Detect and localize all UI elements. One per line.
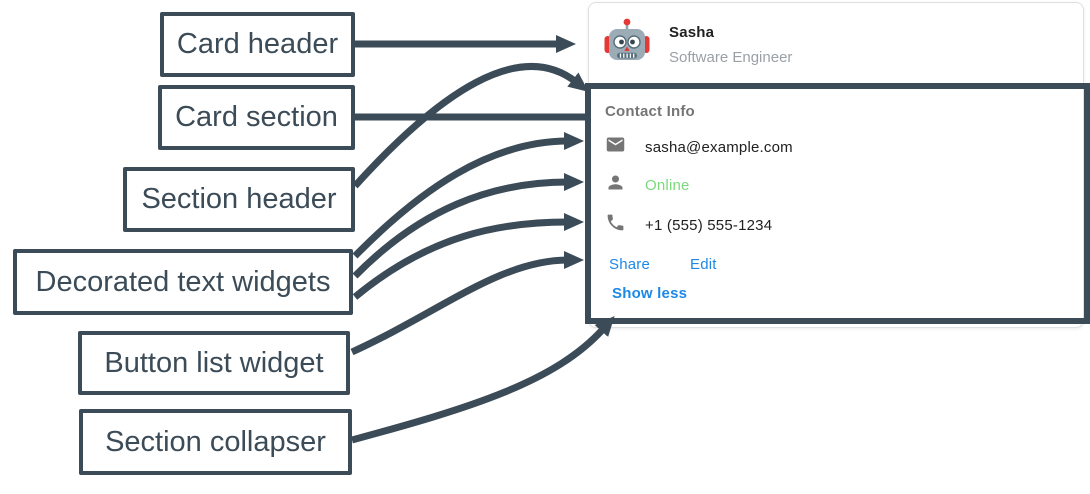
card-header: Sasha Software Engineer [589,3,1083,87]
label-card-section: Card section [158,85,355,150]
phone-row: +1 (555) 555-1234 [605,213,772,237]
section-header-title: Contact Info [605,103,695,120]
phone-icon [605,212,626,238]
label-decorated-text-widgets: Decorated text widgets [13,249,353,315]
profile-role: Software Engineer [669,49,793,66]
label-section-header-text: Section header [141,183,337,215]
label-section-header: Section header [123,167,355,232]
label-button-list-widget-text: Button list widget [104,346,324,379]
arrow-section-header [352,63,589,189]
profile-name: Sasha [669,24,715,41]
phone-text: +1 (555) 555-1234 [645,216,773,234]
arrow-status-row [352,173,584,279]
label-section-collapser-text: Section collapser [105,425,326,458]
button-list: Share Edit [609,256,717,273]
email-icon [605,134,626,160]
arrow-button-list [350,251,584,356]
arrow-section-collapser [351,316,615,444]
show-less-button[interactable]: Show less [612,285,688,302]
label-decorated-text-widgets-text: Decorated text widgets [35,265,331,298]
robot-avatar-icon [601,16,653,68]
email-text: sasha@example.com [645,138,793,156]
status-row: Online [605,173,690,197]
status-text: Online [645,176,690,194]
share-button[interactable]: Share [609,256,651,273]
edit-button[interactable]: Edit [690,256,717,273]
label-card-section-text: Card section [175,101,338,133]
person-icon [605,172,626,198]
label-section-collapser: Section collapser [79,409,352,475]
email-row: sasha@example.com [605,135,793,159]
label-button-list-widget: Button list widget [78,331,350,395]
arrow-email-row [352,132,584,259]
label-card-header-text: Card header [176,28,339,60]
label-card-header: Card header [160,12,355,77]
profile-card: Sasha Software Engineer Contact Info sas… [588,2,1084,328]
arrow-phone-row [352,213,584,300]
